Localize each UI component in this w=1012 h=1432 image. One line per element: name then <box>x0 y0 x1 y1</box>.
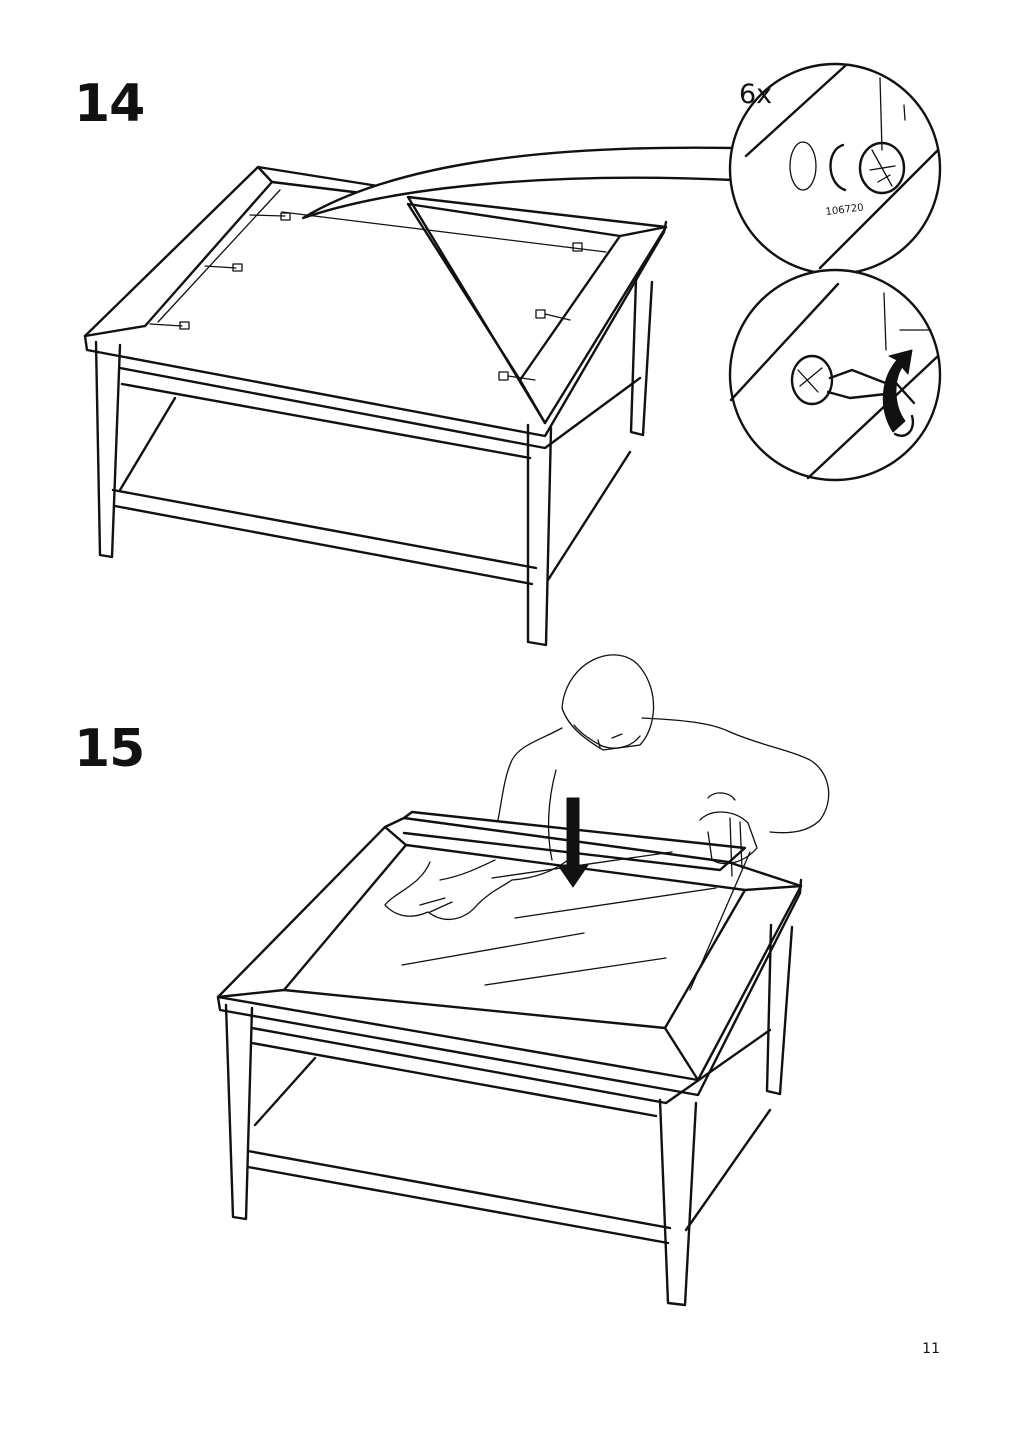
downward-arrow-icon <box>557 797 589 888</box>
page-number: 11 <box>922 1341 940 1357</box>
step-number-14: 14 <box>74 74 145 134</box>
cam-lock-fitting-icon <box>790 354 834 406</box>
clockwise-rotation-arrow-icon <box>882 349 915 437</box>
quantity-label: 6x <box>739 79 772 110</box>
step-15-table-illustration <box>216 654 830 1307</box>
cam-lock-fitting-icon <box>829 141 906 195</box>
part-number-label: 106720 <box>825 202 864 218</box>
step-14-table-illustration: 6x 106720 <box>83 62 942 647</box>
step-number-15: 15 <box>74 719 145 779</box>
person-figure <box>384 654 830 921</box>
cam-lock-fitting-icon <box>179 212 583 381</box>
